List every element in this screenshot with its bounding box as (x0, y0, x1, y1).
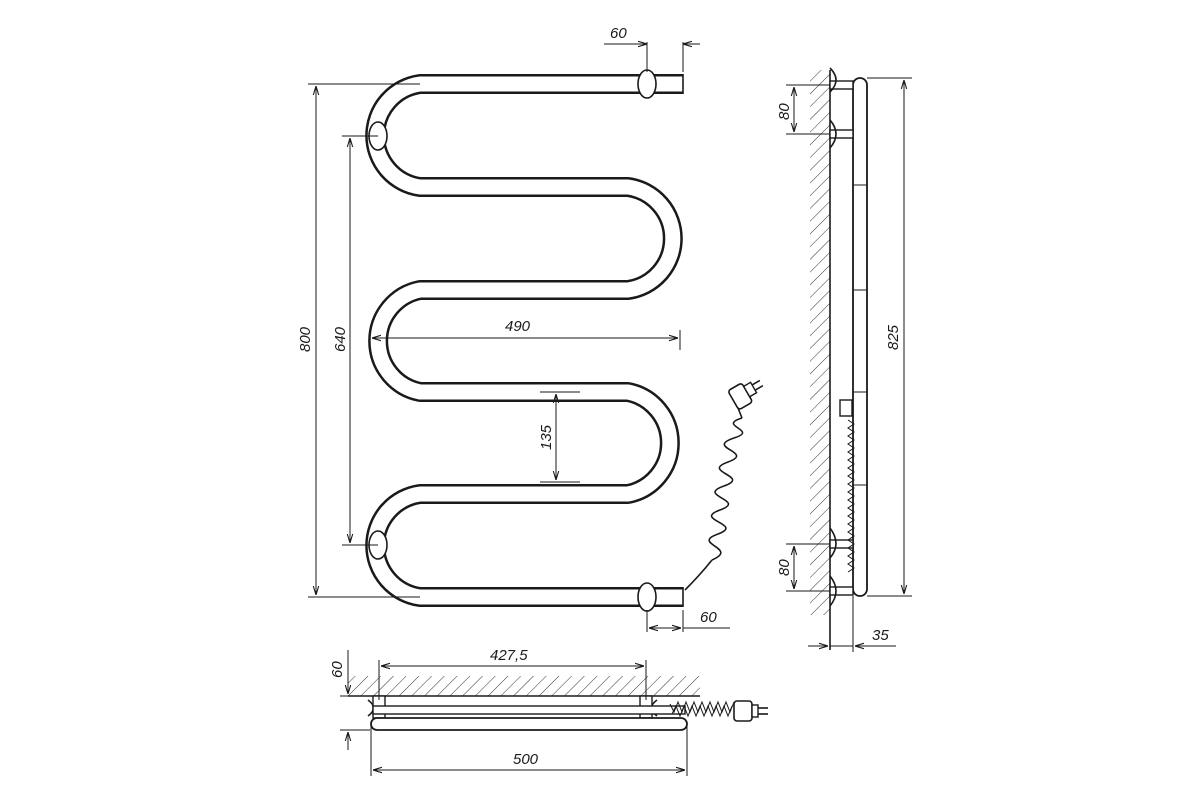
wall-mount-top-right (637, 69, 657, 99)
side-pipe (852, 77, 868, 597)
dim-side-bottom-label: 80 (776, 559, 793, 576)
dim-top-offset: 60 (604, 25, 700, 72)
dim-side-total-label: 825 (885, 324, 902, 350)
plan-rail-front (370, 717, 688, 731)
dim-plan-mount-width-label: 427,5 (490, 647, 528, 664)
serpentine-pipe (367, 76, 683, 605)
dim-bend-pitch-label: 135 (538, 424, 555, 450)
plan-cord (669, 700, 735, 718)
dim-bottom-offset-label: 60 (700, 609, 717, 626)
dim-side-total: 825 (867, 77, 912, 597)
side-bracket-upper (829, 119, 854, 149)
side-heater-element (839, 399, 855, 573)
wall-mount-bottom-right (637, 582, 657, 612)
front-view: 60 800 640 490 135 (297, 25, 764, 632)
side-view: 825 80 80 35 (776, 67, 912, 652)
dim-plan-total-width-label: 500 (513, 751, 539, 768)
dim-overall-height-label: 800 (297, 326, 314, 352)
plug-icon (728, 379, 764, 410)
dim-mount-spacing: 640 (332, 135, 378, 546)
coiled-cable (708, 417, 744, 561)
plan-view: 427,5 60 500 (329, 647, 768, 776)
dim-side-depth-label: 35 (872, 627, 889, 644)
dim-plan-depth-label: 60 (329, 661, 346, 678)
wall-hatch (810, 70, 830, 615)
dim-overall-height: 800 (297, 83, 420, 598)
dim-plan-total-width: 500 (370, 726, 688, 776)
dim-side-top: 80 (776, 84, 830, 135)
dim-side-bottom: 80 (776, 543, 830, 592)
dim-bend-pitch: 135 (538, 391, 580, 483)
plan-rail-back (372, 705, 686, 715)
dim-top-offset-label: 60 (610, 25, 627, 42)
dim-plan-mount-width: 427,5 (378, 647, 647, 700)
plan-plug-icon (733, 700, 768, 722)
plan-wall-hatch (348, 676, 700, 696)
dim-side-depth: 35 (808, 596, 896, 652)
dim-side-top-label: 80 (776, 103, 793, 120)
serpentine-pipe-outline (365, 74, 683, 607)
dim-bottom-offset: 60 (646, 609, 730, 632)
dim-mount-spacing-label: 640 (332, 326, 349, 352)
side-bracket-top (829, 67, 854, 93)
dim-plan-depth: 60 (329, 650, 370, 750)
side-bracket-bottom (829, 575, 854, 607)
power-cord (684, 379, 764, 591)
dim-width-label: 490 (505, 318, 531, 335)
dim-width: 490 (369, 318, 681, 350)
